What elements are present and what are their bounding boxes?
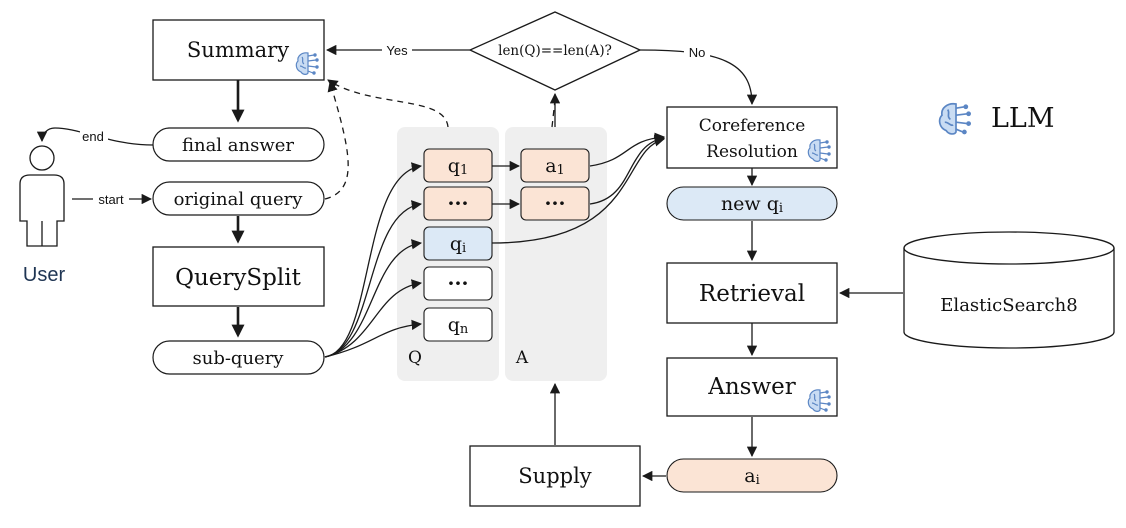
q-column-items: q1 ··· qi ··· qn [423, 148, 493, 342]
retrieval-label: Retrieval [699, 281, 805, 307]
original-query-pill[interactable] [152, 181, 325, 216]
a-column-label: A [515, 348, 529, 368]
summary-label: Summary [187, 38, 289, 62]
a-item-label: ··· [545, 191, 566, 215]
elasticsearch-label: ElasticSearch8 [940, 295, 1077, 316]
querysplit-box[interactable] [152, 246, 325, 307]
edge-sub-qi [324, 239, 423, 358]
edge-label-start: start [98, 192, 124, 207]
edge-adots-coref [589, 134, 666, 205]
q-item-label: qi [450, 233, 466, 256]
a-item-label: a1 [545, 155, 565, 178]
new-qi-pill[interactable] [666, 186, 838, 221]
ai-pill[interactable] [666, 458, 838, 493]
querysplit-label: QuerySplit [175, 265, 301, 291]
q-item-label: ··· [448, 191, 469, 215]
supply-label: Supply [518, 464, 592, 488]
edge-sub-qn [324, 319, 423, 358]
edge-label-no: No [689, 45, 706, 60]
a-column-items: a1 ··· [520, 148, 590, 221]
a-item-2[interactable] [520, 186, 590, 221]
summary-box[interactable] [152, 19, 325, 81]
coreference-box[interactable] [666, 106, 838, 169]
edge-label-yes: Yes [386, 43, 408, 58]
answer-label: Answer [707, 374, 796, 400]
q-item-1[interactable] [423, 148, 493, 183]
legend-llm-label: LLM [991, 103, 1055, 134]
q-item-3[interactable] [423, 226, 493, 261]
q-item-2[interactable] [423, 186, 493, 221]
final-answer-label: final answer [182, 135, 294, 156]
retrieval-box[interactable] [666, 262, 838, 324]
elasticsearch-cylinder[interactable] [903, 231, 1115, 349]
q-column-label: Q [408, 348, 422, 368]
q-item-label: qn [448, 314, 469, 337]
edge-qi-coref [491, 136, 666, 244]
edge-qcol-summary-dashed [327, 79, 449, 128]
edge-original-summary-dashed [324, 81, 349, 200]
q-item-label: q1 [448, 155, 468, 178]
q-item-5[interactable] [423, 307, 493, 342]
edge-decision-no [639, 49, 758, 106]
edge-sub-qdots2 [324, 279, 423, 358]
answer-box[interactable] [666, 357, 838, 417]
final-answer-pill[interactable] [152, 127, 325, 162]
supply-box[interactable] [469, 445, 641, 507]
user-label: User [23, 264, 66, 286]
new-qi-label: new qi [721, 193, 783, 216]
decision-diamond [468, 11, 642, 91]
decision-label: len(Q)==len(A)? [498, 43, 612, 59]
ai-label: ai [744, 465, 760, 488]
a-item-1[interactable] [520, 148, 590, 183]
q-item-label: ··· [448, 271, 469, 295]
edge-sub-q1 [324, 162, 423, 358]
sub-query-pill[interactable] [152, 340, 325, 375]
coreference-label-line1: Coreference [699, 116, 806, 136]
q-item-4[interactable] [423, 266, 493, 301]
edge-a1-coref [589, 132, 666, 167]
coreference-label-line2: Resolution [706, 142, 798, 162]
sub-query-label: sub-query [193, 348, 285, 369]
edge-label-end: end [82, 129, 104, 144]
person-icon [19, 145, 65, 247]
edge-end-to-user [36, 127, 154, 146]
brain-network-icon [938, 102, 972, 136]
edge-sub-qdots [324, 200, 423, 358]
original-query-label: original query [174, 189, 304, 210]
